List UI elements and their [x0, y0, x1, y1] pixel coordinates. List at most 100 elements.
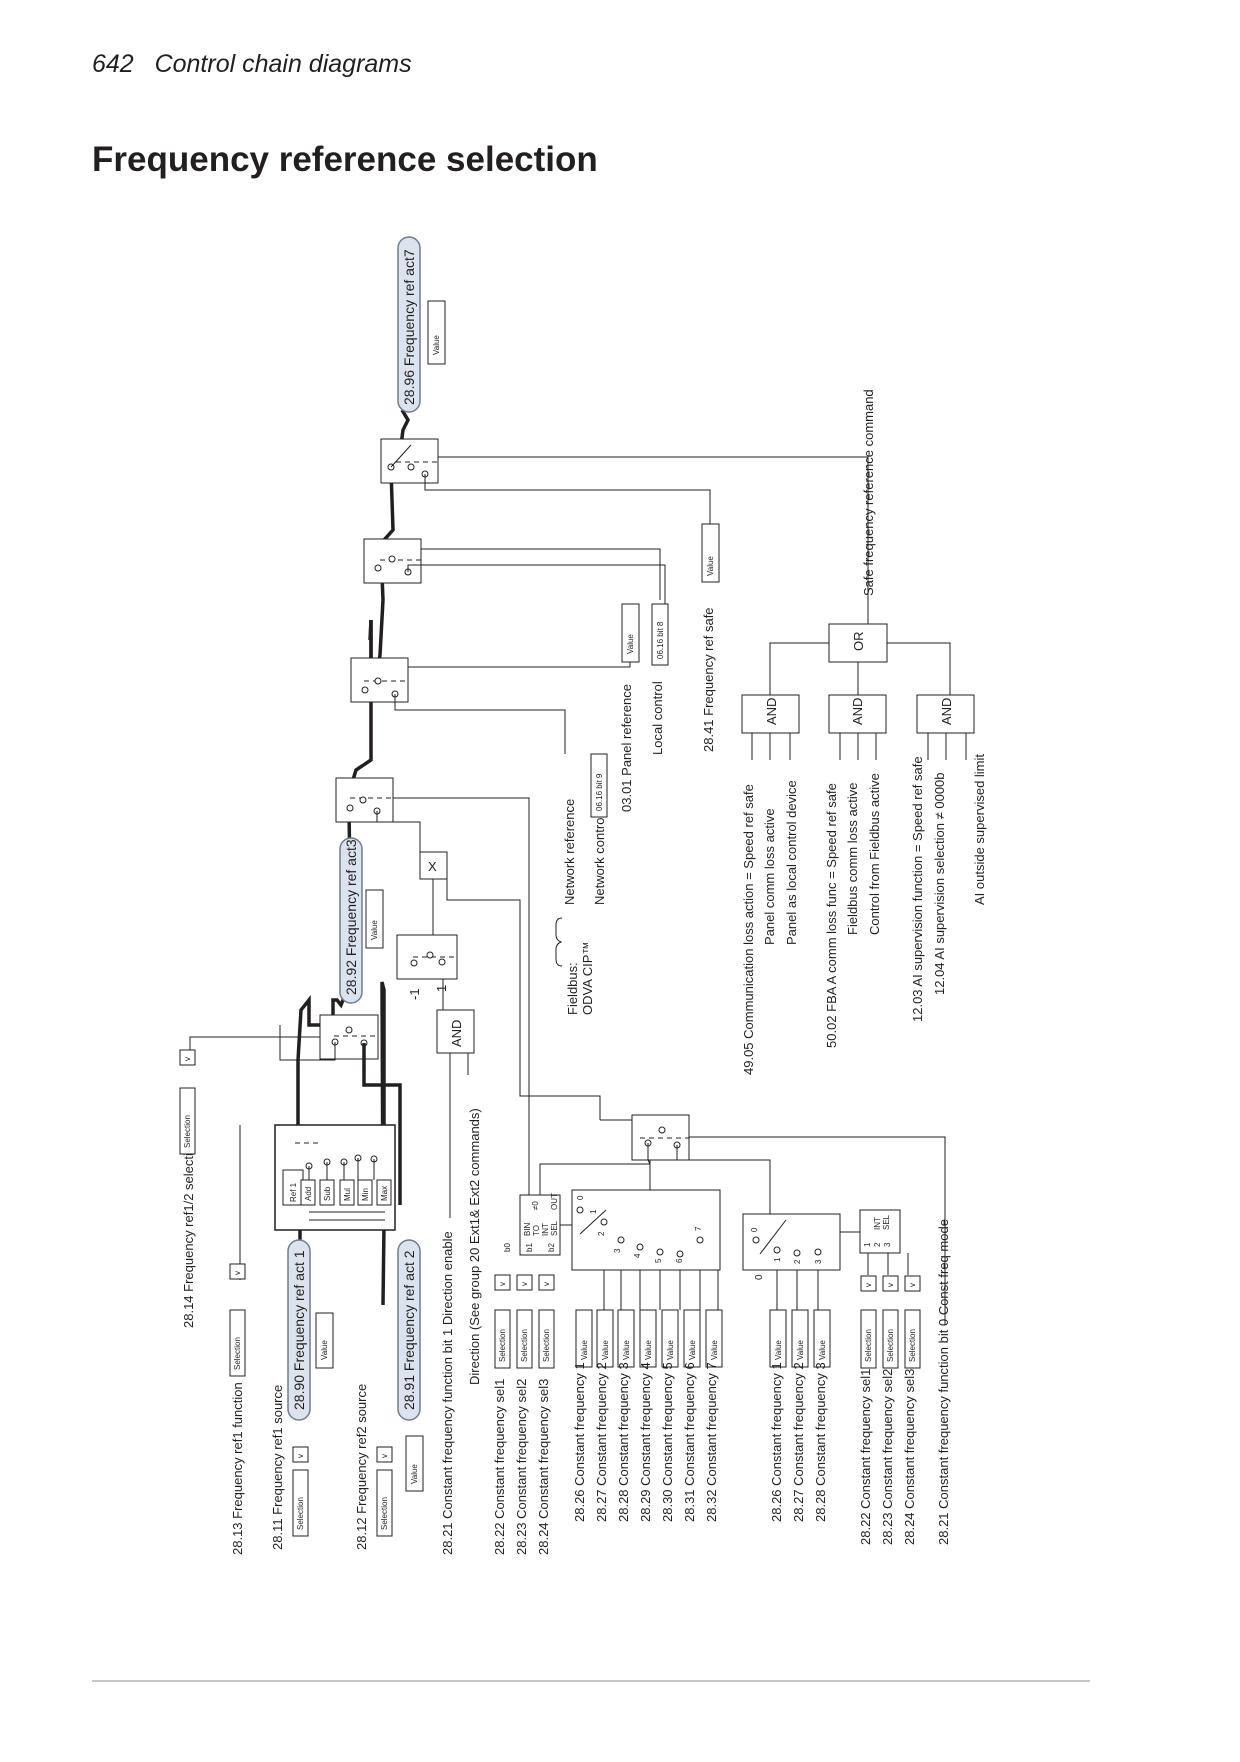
label-2811: 28.11 Frequency ref1 source [270, 1385, 285, 1550]
int-sel-block: 1 2 3 INT SEL Selection v Selection v Se… [840, 1209, 951, 1545]
cf3-label: 28.28 Constant frequency 3 [616, 1362, 631, 1522]
sub-text: Sub [323, 1186, 332, 1201]
bit8-text: 06.16 bit 8 [656, 621, 665, 659]
label-2821-b1: 28.21 Constant frequency function bit 1 … [440, 1231, 455, 1555]
and1-text: AND [764, 698, 779, 725]
sel-icon-2824a: v [542, 1282, 551, 1286]
sw3-2: 2 [793, 1259, 802, 1264]
sel-icon-2823a: v [520, 1282, 529, 1286]
switch-network [335, 754, 592, 1195]
cf1b-label: 28.26 Constant frequency 1 [769, 1362, 784, 1522]
cfv2: Value [601, 1340, 610, 1360]
sel-2824a: Selection [542, 1329, 551, 1362]
label-2823b: 28.23 Constant frequency sel2 [880, 1369, 895, 1545]
sel-text: SEL [550, 1220, 559, 1236]
label-2822b: 28.22 Constant frequency sel1 [858, 1369, 873, 1545]
value-text-2892: Value [370, 920, 379, 940]
ref1-function-block: Ref 1 Add Sub Mul Min Max [239, 1124, 396, 1280]
neg1-text: -1 [407, 988, 422, 1000]
mul-text: X [428, 859, 437, 874]
direction-switch: -1 1 [396, 934, 458, 1010]
const-freq-selectors-a: 28.22 Constant frequency sel1 28.23 Cons… [492, 1163, 651, 1555]
label-2841: 28.41 Frequency ref safe [701, 607, 716, 752]
label-1203: 12.03 AI supervision function = Speed re… [910, 756, 925, 1022]
sel-2812: Selection [380, 1497, 389, 1530]
cfv6: Value [688, 1340, 697, 1360]
panel-local-label: Panel as local control device [784, 780, 799, 945]
sw3-0a: 0 [750, 1227, 759, 1232]
ref-source-params: 28.13 Frequency ref1 function Selection … [179, 1049, 482, 1555]
const-freq-3-selector: 0 1 2 3 0 [742, 1213, 841, 1310]
sel-2823b: Selection [886, 1329, 895, 1362]
b1-text: b1 [525, 1243, 534, 1252]
sel-2822b: Selection [864, 1329, 873, 1362]
cfv3-3: Value [818, 1340, 827, 1360]
const-freq-mode-switch [600, 1114, 946, 1325]
sw3-0b: 0 [754, 1274, 765, 1280]
cfv4: Value [644, 1340, 653, 1360]
fb-ctrl-label: Control from Fieldbus active [867, 773, 882, 935]
or-text: OR [851, 632, 866, 652]
label-5002: 50.02 FBA A comm loss func = Speed ref s… [824, 783, 839, 1048]
const-freq-labels-7: 28.26 Constant frequency 1 28.27 Constan… [572, 1362, 719, 1522]
safe-value-text: Value [706, 556, 715, 576]
pill-2896 [397, 236, 421, 413]
label-2896: 28.96 Frequency ref act7 [401, 249, 417, 405]
sel-icon-2822b: v [864, 1283, 873, 1287]
int-text: INT [541, 1223, 550, 1236]
sel-2824b: Selection [908, 1329, 917, 1362]
label-2824a: 28.24 Constant frequency sel3 [536, 1379, 551, 1555]
cfv3-1: Value [774, 1340, 783, 1360]
cf7-label: 28.32 Constant frequency 7 [704, 1362, 719, 1522]
net-ref-label: Network reference [562, 799, 577, 905]
cf2b-label: 28.27 Constant frequency 2 [791, 1362, 806, 1522]
sw7-6: 6 [675, 1258, 684, 1263]
label-2812: 28.12 Frequency ref2 source [354, 1384, 369, 1550]
sw7-7: 7 [694, 1226, 703, 1231]
max-text: Max [380, 1186, 389, 1201]
sel-icon-2824b: v [908, 1283, 917, 1287]
switch-local [363, 538, 666, 624]
b2-text: b2 [547, 1243, 556, 1252]
sel-2823a: Selection [520, 1329, 529, 1362]
sel-icon-2823b: v [886, 1283, 895, 1287]
fieldbus-label: Fieldbus: [565, 962, 580, 1015]
b0-text: b0 [503, 1243, 512, 1252]
and2-text: AND [850, 698, 865, 725]
page-title: Frequency reference selection [92, 140, 598, 179]
const-freq-7-selector: 0 1 2 3 4 5 6 7 [571, 1160, 721, 1310]
sw7-3: 3 [613, 1248, 622, 1253]
safe-logic: OR Safe frequency reference command AND … [741, 389, 987, 1075]
switch-safe [380, 438, 869, 624]
value-box-2896 [427, 300, 446, 365]
page-number: 642 [92, 50, 134, 78]
label-2813: 28.13 Frequency ref1 function [230, 1382, 245, 1555]
sel-2822a: Selection [498, 1329, 507, 1362]
panel-value-text: Value [626, 634, 635, 654]
sel-icon-2814: v [183, 1057, 192, 1061]
ref1-text: Ref 1 [289, 1182, 298, 1202]
sw7-1: 1 [589, 1209, 598, 1214]
out-text: OUT [550, 1193, 559, 1210]
min-text: Min [361, 1188, 370, 1201]
panel-loss-label: Panel comm loss active [762, 808, 777, 945]
const-freq-values-7: Value Value Value Value Value Value Valu… [575, 1309, 723, 1368]
intsel-3: 3 [883, 1242, 892, 1247]
panel-ref-label: 03.01 Panel reference [619, 684, 634, 812]
ai-out-label: AI outside supervised limit [972, 754, 987, 905]
to-text: TO [532, 1225, 541, 1236]
sw7-0: 0 [576, 1195, 585, 1200]
footer-rule [92, 1680, 1090, 1682]
cf6-label: 28.31 Constant frequency 6 [682, 1362, 697, 1522]
label-2823a: 28.23 Constant frequency sel2 [514, 1379, 529, 1555]
add-text: Add [304, 1187, 313, 1201]
bit9-text: 06.16 bit 9 [595, 773, 604, 811]
odva-label: ODVA CIP™ [580, 942, 595, 1015]
local-ctrl-label: Local control [650, 681, 665, 755]
sw3-1: 1 [773, 1257, 782, 1262]
cf4-label: 28.29 Constant frequency 4 [638, 1362, 653, 1522]
cfv5: Value [666, 1340, 675, 1360]
sel-icon-2811: v [296, 1454, 305, 1458]
label-2822a: 28.22 Constant frequency sel1 [492, 1379, 507, 1555]
